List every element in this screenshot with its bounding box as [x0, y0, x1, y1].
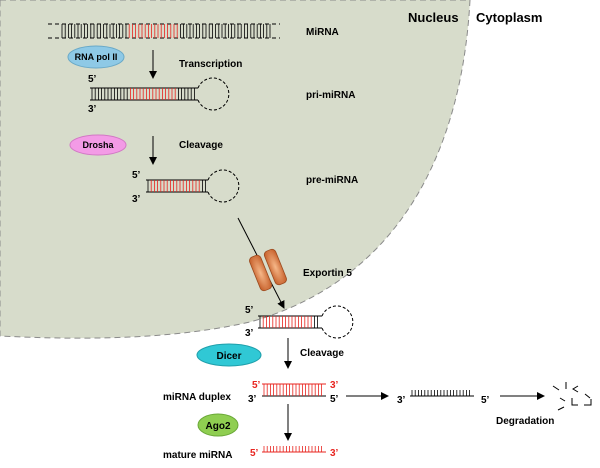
passenger-strand [410, 390, 474, 397]
drosha-cleavage-label: Cleavage [179, 140, 223, 151]
mirna-gene [48, 23, 280, 39]
duplex-five-prime-red: 5’ [252, 380, 261, 391]
pri-five-prime: 5’ [88, 74, 97, 85]
drosha-enzyme [69, 134, 127, 156]
passenger-three-prime: 3’ [397, 395, 406, 406]
mature-five-prime: 5’ [250, 448, 259, 459]
dicer-enzyme [196, 343, 262, 367]
mirna-gene-label: MiRNA [306, 27, 339, 38]
passenger-five-prime: 5’ [481, 395, 490, 406]
duplex-three-prime-red: 3’ [330, 380, 339, 391]
pri-three-prime: 3’ [88, 104, 97, 115]
ago2-label: Ago2 [206, 421, 231, 432]
duplex-three-prime: 3’ [248, 394, 257, 405]
cyto-three-prime: 3’ [245, 328, 254, 339]
exportin-5-channel [249, 248, 287, 292]
pre-five-prime: 5’ [132, 170, 141, 181]
duplex-five-prime: 5’ [330, 394, 339, 405]
dicer-cleavage-label: Cleavage [300, 348, 344, 359]
nucleus-region [0, 0, 471, 339]
transcription-label: Transcription [179, 59, 242, 70]
mirna-duplex [262, 383, 326, 397]
dicer-label: Dicer [216, 351, 241, 362]
pri-mirna-hairpin [90, 77, 230, 111]
pre-mirna-hairpin [146, 169, 240, 203]
mature-mirna-strand [262, 446, 326, 453]
cyto-five-prime: 5’ [245, 305, 254, 316]
mature-three-prime: 3’ [330, 448, 339, 459]
ago2-enzyme [197, 413, 239, 437]
pri-mirna-label: pri-miRNA [306, 90, 355, 101]
cytoplasm-label: Cytoplasm [476, 10, 542, 25]
nucleus-label: Nucleus [408, 10, 459, 25]
cyto-pre-mirna-hairpin [258, 305, 354, 339]
drosha-label: Drosha [82, 140, 114, 150]
degradation-label: Degradation [496, 416, 554, 427]
rna-pol-ii-enzyme [67, 45, 125, 69]
rna-pol-ii-label: RNA pol II [75, 52, 118, 62]
mature-mirna-label: mature miRNA [163, 450, 232, 461]
exportin-5-label: Exportin 5 [303, 268, 352, 279]
mirna-duplex-label: miRNA duplex [163, 392, 231, 403]
degraded-fragments [552, 382, 592, 411]
pre-three-prime: 3’ [132, 194, 141, 205]
pre-mirna-label: pre-miRNA [306, 175, 358, 186]
